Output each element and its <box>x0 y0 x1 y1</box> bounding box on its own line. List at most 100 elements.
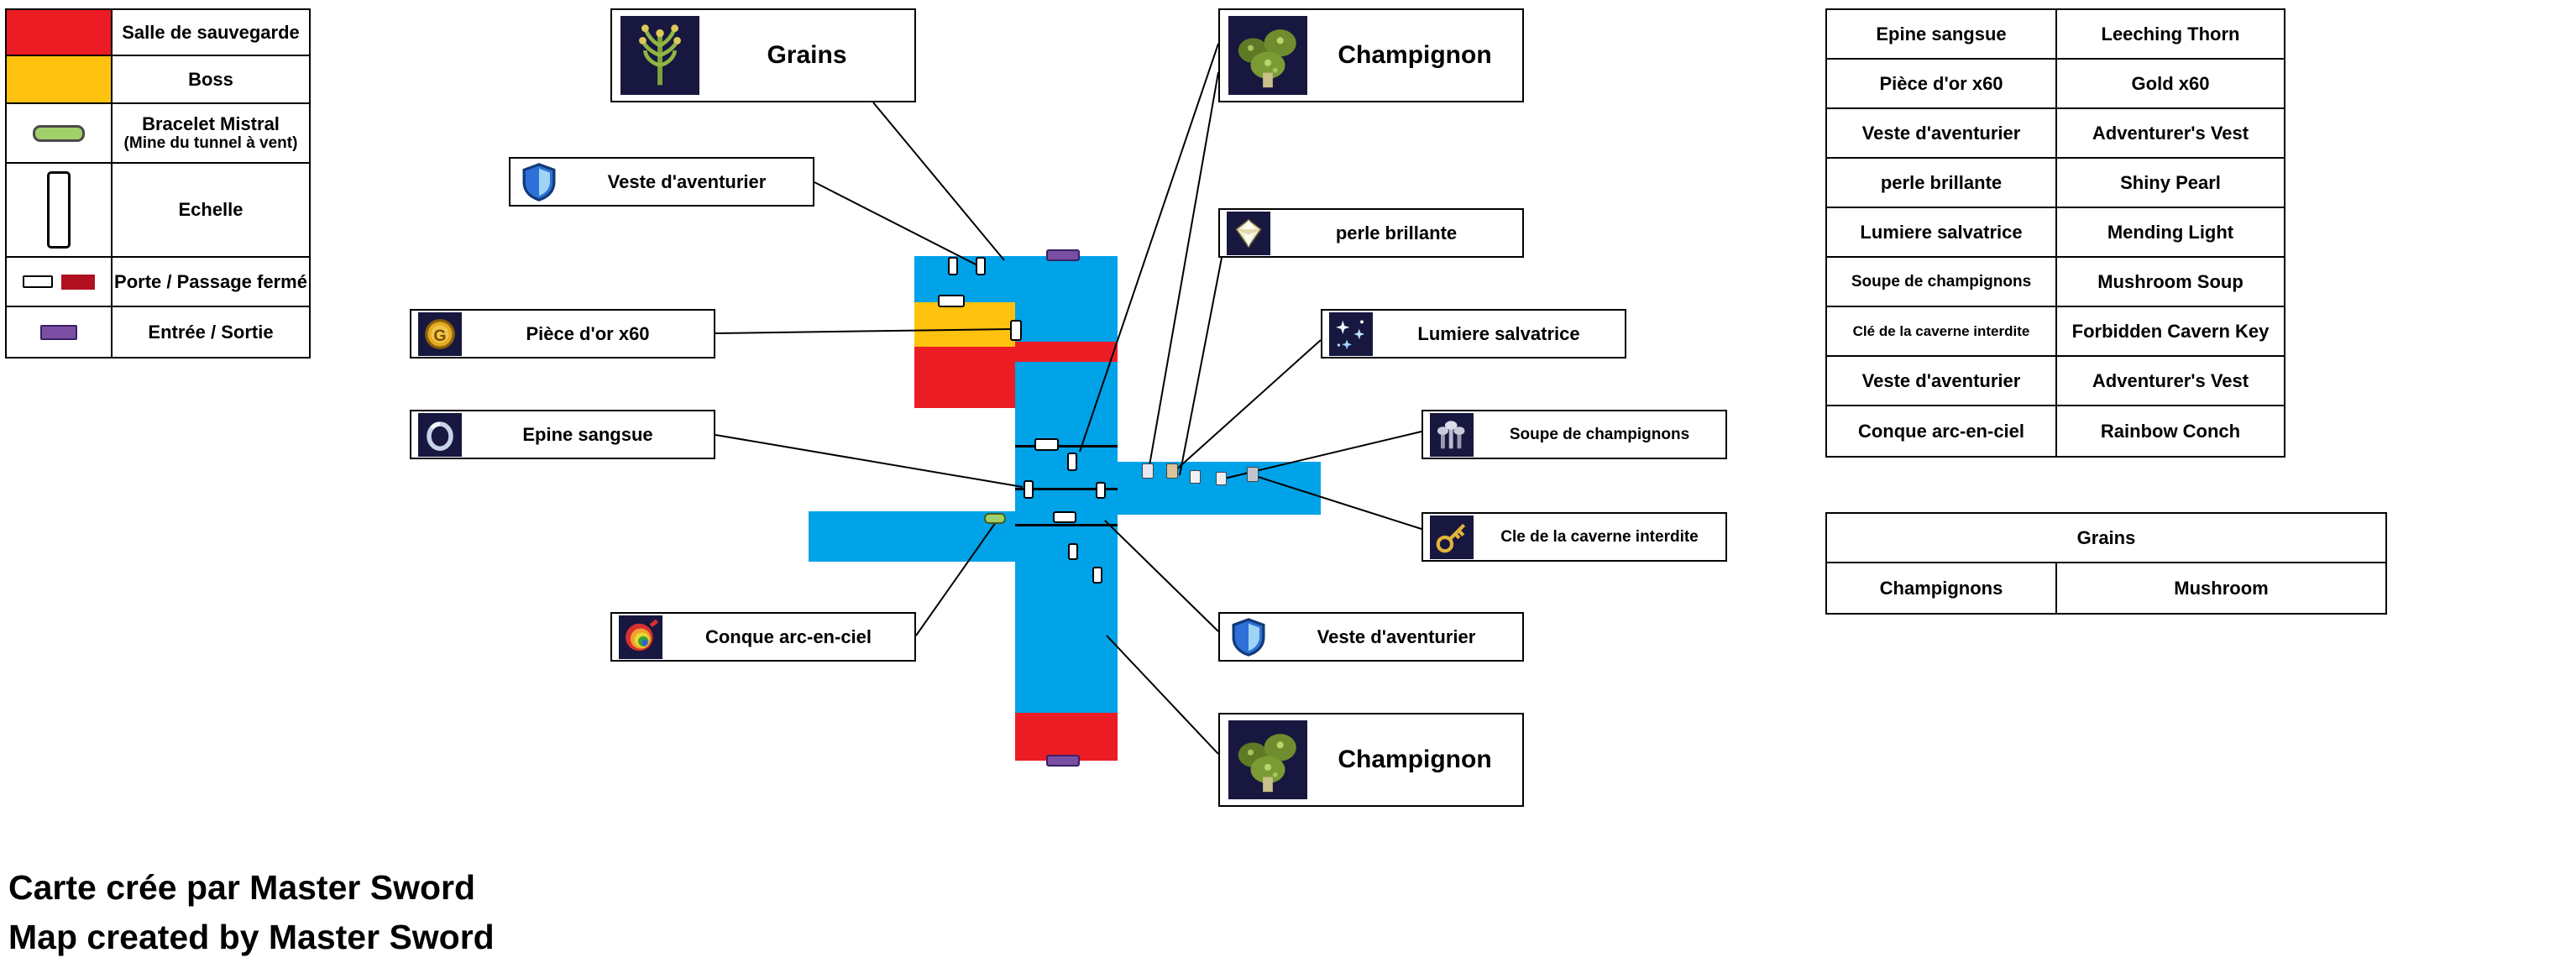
legend-label-door: Porte / Passage fermé <box>114 270 307 292</box>
map-item-sprite <box>1216 472 1227 485</box>
table-row: Conque arc-en-ciel Rainbow Conch <box>1827 406 2284 456</box>
item-label-champignon-top: Champignon <box>1218 8 1524 102</box>
ladder-swatch-cell <box>7 164 113 256</box>
bracelet-color-swatch <box>33 124 85 142</box>
item-label-cle: Cle de la caverne interdite <box>1422 512 1727 562</box>
map-boss-room <box>914 302 1015 347</box>
map-top-room-right-lower <box>1015 362 1118 408</box>
table-row: Lumiere salvatrice Mending Light <box>1827 208 2284 258</box>
map-room-divider <box>1015 488 1118 490</box>
item-label-text: Epine sangsue <box>522 423 653 445</box>
grains-icon <box>620 16 699 95</box>
item-label-conque: Conque arc-en-ciel <box>610 612 916 662</box>
map-save-room-top <box>914 347 1015 408</box>
map-bottom-room <box>1015 562 1118 713</box>
fr-cell: Veste d'aventurier <box>1827 357 2057 405</box>
conch-icon <box>619 615 662 659</box>
map-room-divider <box>1015 524 1118 526</box>
en-cell: Rainbow Conch <box>2100 420 2241 442</box>
legend-label-save-room: Salle de sauvegarde <box>122 21 300 43</box>
item-label-text: Champignon <box>1338 746 1492 773</box>
en-cell: Adventurer's Vest <box>2092 122 2249 144</box>
item-label-champignon-bottom: Champignon <box>1218 713 1524 807</box>
item-label-text: Conque arc-en-ciel <box>704 625 872 647</box>
legend-row-ladder: Echelle <box>7 164 309 258</box>
boss-color-swatch <box>7 56 111 102</box>
credits: Carte crée par Master Sword Map created … <box>8 863 495 961</box>
sparkle-icon <box>1329 311 1373 356</box>
item-label-grains: Grains <box>610 8 916 102</box>
ladder-marker <box>948 257 958 275</box>
ladder-swatch <box>47 171 71 249</box>
door-marker <box>1053 511 1076 523</box>
shield-icon <box>1227 615 1270 659</box>
en-cell: Gold x60 <box>2131 72 2210 94</box>
fr-cell: Epine sangsue <box>1827 10 2057 58</box>
en-cell: Forbidden Cavern Key <box>2071 320 2270 342</box>
item-label-text: Grains <box>767 41 847 69</box>
translation-table: Epine sangsue Leeching Thorn Pièce d'or … <box>1825 8 2285 458</box>
item-label-text: Veste d'aventurier <box>607 170 767 192</box>
door-marker <box>1034 438 1059 451</box>
save-room-color-swatch <box>7 10 111 55</box>
door-marker <box>938 295 965 307</box>
item-label-text: Champignon <box>1338 41 1492 69</box>
legend-row-door: Porte / Passage fermé <box>7 258 309 307</box>
legend-label-bracelet: Bracelet Mistral (Mine du tunnel à vent) <box>123 113 298 153</box>
legend-table: Salle de sauvegarde Boss Bracelet Mistra… <box>5 8 311 359</box>
legend-label-ladder: Echelle <box>178 199 243 221</box>
table-row: Veste d'aventurier Adventurer's Vest <box>1827 357 2284 406</box>
en-cell: Mushroom Soup <box>2097 270 2244 292</box>
table-row: Clé de la caverne interdite Forbidden Ca… <box>1827 307 2284 357</box>
connector-line <box>1106 635 1219 755</box>
coin-icon: G <box>418 311 462 356</box>
legend-label-entrance: Entrée / Sortie <box>148 321 274 343</box>
map-item-sprite <box>1247 467 1259 482</box>
legend-row-entrance: Entrée / Sortie <box>7 307 309 357</box>
table-row: Soupe de champignons Mushroom Soup <box>1827 258 2284 307</box>
pearl-icon <box>1227 211 1270 255</box>
en-cell: Mending Light <box>2107 221 2234 243</box>
map-save-band <box>1015 342 1118 362</box>
crops-table: Grains Champignons Mushroom <box>1825 512 2387 615</box>
soup-icon <box>1430 412 1474 457</box>
legend-row-boss: Boss <box>7 56 309 104</box>
item-label-text: Cle de la caverne interdite <box>1500 527 1699 546</box>
credits-line-fr: Carte crée par Master Sword <box>8 868 476 907</box>
ladder-marker <box>1096 482 1106 499</box>
entrance-marker-top <box>1046 249 1080 261</box>
bracelet-mistral-marker <box>984 513 1006 524</box>
ladder-marker <box>1092 567 1102 584</box>
map-item-sprite <box>1190 470 1201 484</box>
credits-line-en: Map created by Master Sword <box>8 917 495 956</box>
item-label-soupe: Soupe de champignons <box>1422 410 1727 459</box>
open-door-swatch <box>23 275 53 288</box>
en-cell: Adventurer's Vest <box>2092 369 2249 391</box>
boss-swatch-cell <box>7 56 113 102</box>
fr-cell: Conque arc-en-ciel <box>1827 406 2057 456</box>
item-label-epine: Epine sangsue <box>410 410 715 459</box>
ladder-marker <box>1068 543 1078 560</box>
entrance-swatch-cell <box>7 307 113 357</box>
ladder-marker <box>1010 320 1022 341</box>
item-label-veste-upper: Veste d'aventurier <box>509 157 814 207</box>
table-row: Pièce d'or x60 Gold x60 <box>1827 60 2284 109</box>
table-row: Epine sangsue Leeching Thorn <box>1827 10 2284 60</box>
table-row: Veste d'aventurier Adventurer's Vest <box>1827 109 2284 159</box>
ladder-marker <box>1067 453 1077 471</box>
crops-header: Grains <box>2076 526 2136 548</box>
fr-cell: perle brillante <box>1827 159 2057 207</box>
item-label-text: perle brillante <box>1335 222 1458 243</box>
legend-row-save-room: Salle de sauvegarde <box>7 10 309 56</box>
table-row: Champignons Mushroom <box>1827 563 2385 613</box>
table-row: perle brillante Shiny Pearl <box>1827 159 2284 208</box>
shield-icon <box>517 160 561 204</box>
item-label-lumiere: Lumiere salvatrice <box>1321 309 1626 359</box>
connector-line <box>872 102 1005 261</box>
entrance-marker-bottom <box>1046 755 1080 767</box>
ladder-marker <box>976 257 986 275</box>
mushroom-icon <box>1228 16 1307 95</box>
connector-line <box>1179 257 1223 476</box>
item-label-text: Pièce d'or x60 <box>526 322 650 344</box>
